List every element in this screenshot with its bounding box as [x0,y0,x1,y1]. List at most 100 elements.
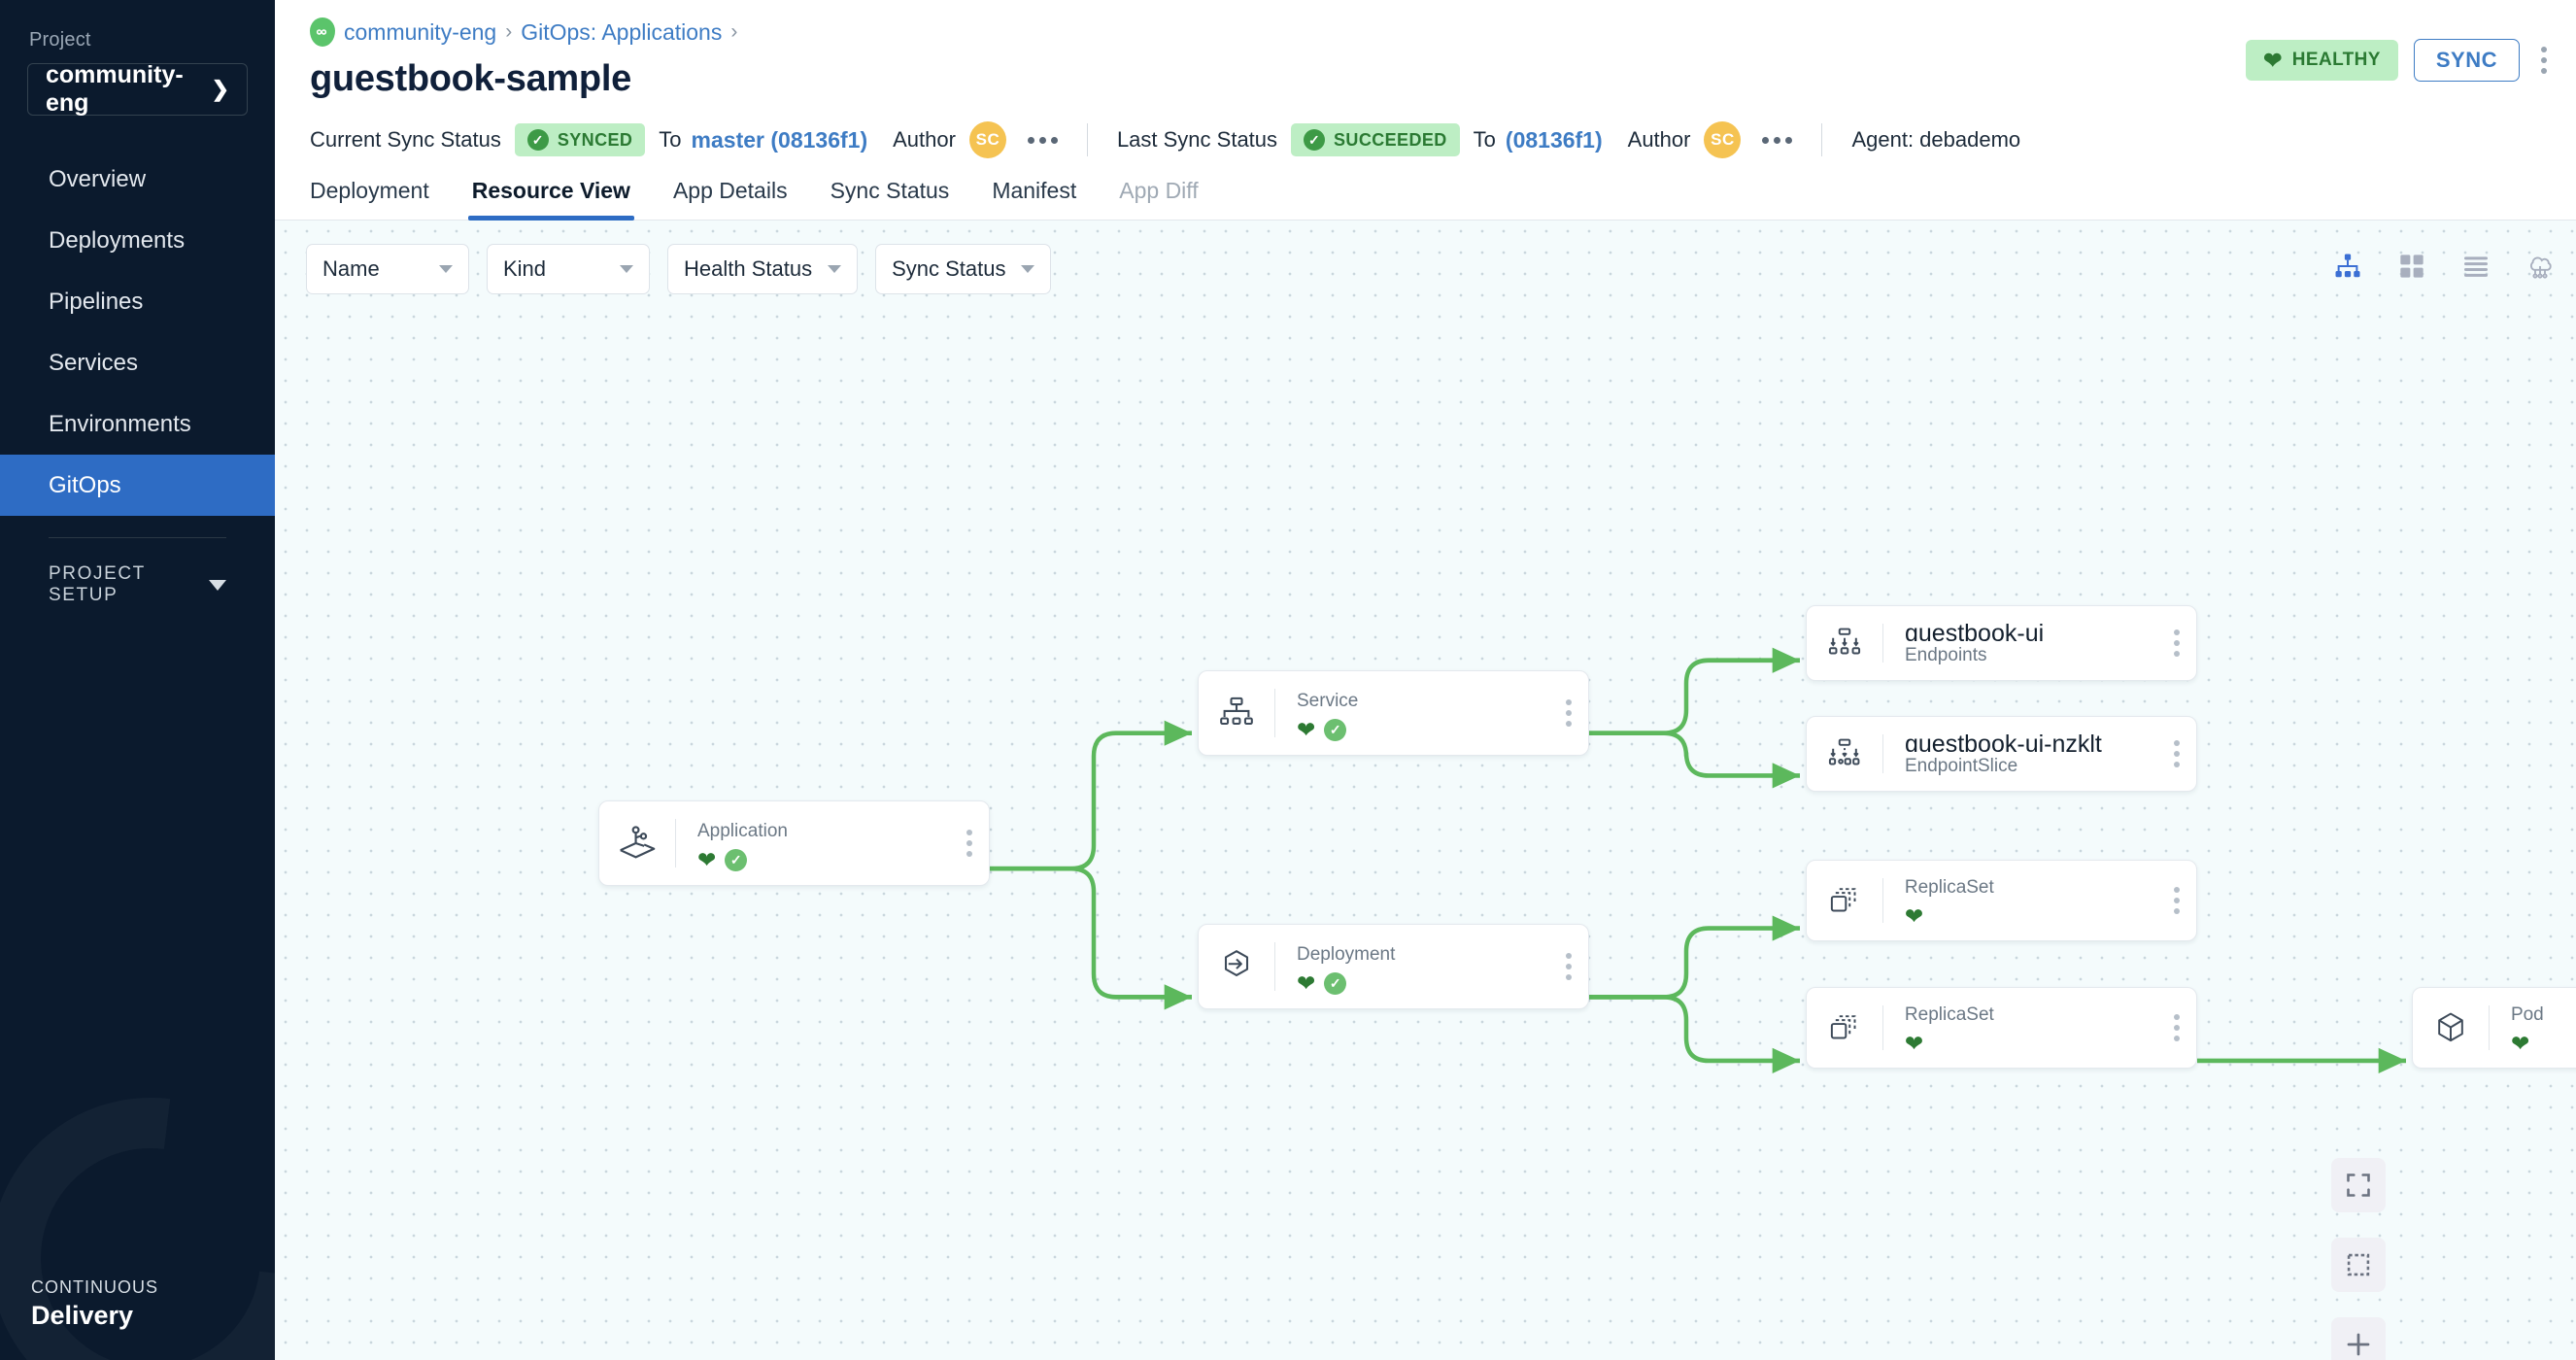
health-heart-icon: ❤ [1905,1033,1923,1055]
filter-bar: Name Kind Health Status Sync Status [306,244,1051,294]
graph-node-deployment[interactable]: guestbook-ui Deployment ❤ ✓ [1198,924,1589,1009]
breadcrumb-separator: › [730,20,737,44]
last-sync-status-chip: ✓ SUCCEEDED [1291,123,1460,156]
node-kind: Application [697,821,944,842]
divider [1087,123,1088,156]
chevron-down-icon [620,265,633,273]
node-kind: EndpointSlice [1905,756,2152,777]
graph-node-replicaset-b848d5d9d[interactable]: guestbook-ui-b848d5d9d ReplicaSet ❤ [1806,987,2197,1069]
graph-node-application[interactable]: guestbook-sample Application ❤ ✓ [598,800,990,886]
graph-node-replicaset-7c64987dc9[interactable]: guestbook-ui-7c64987dc9 ReplicaSet ❤ [1806,860,2197,941]
health-heart-icon: ❤ [1297,719,1315,741]
filter-kind[interactable]: Kind [487,244,650,294]
sidebar-item-environments[interactable]: Environments [0,393,275,455]
brand-footer-bottom: Delivery [31,1301,158,1331]
project-selector[interactable]: community-eng ❯ [27,63,248,116]
tab-app-details[interactable]: App Details [673,178,788,220]
node-body: guestbook-ui-nzklt EndpointSlice [1883,717,2152,791]
sidebar-item-label: Deployments [49,227,185,255]
health-heart-icon: ❤ [697,849,716,871]
list-view-icon[interactable] [2459,250,2492,283]
node-status: ❤ ✓ [1297,972,1543,995]
sidebar-item-overview[interactable]: Overview [0,149,275,210]
sidebar-item-deployments[interactable]: Deployments [0,210,275,271]
current-sync-status-label: Current Sync Status [310,127,501,153]
node-more-options-icon[interactable] [2152,717,2196,791]
breadcrumb-item-gitops-applications[interactable]: GitOps: Applications [521,19,722,46]
current-sync-revision-link[interactable]: master (08136f1) [692,127,868,153]
graph-node-pod[interactable]: guestbook-ui-b848d5d9… Pod ❤ [2412,987,2576,1069]
graph-node-endpointslice[interactable]: guestbook-ui-nzklt EndpointSlice [1806,716,2197,792]
node-more-options-icon[interactable] [2152,606,2196,680]
sidebar-divider [49,537,226,538]
current-sync-status-chip: ✓ SYNCED [515,123,645,156]
filter-name[interactable]: Name [306,244,469,294]
node-body: guestbook-ui Service ❤ ✓ [1275,671,1543,755]
health-heart-icon: ❤ [2511,1033,2529,1055]
filter-health-status[interactable]: Health Status [667,244,858,294]
page-header: community-eng › GitOps: Applications › g… [275,0,2576,100]
breadcrumb-item-org[interactable]: community-eng [344,19,496,46]
node-kind: Service [1297,691,1543,712]
filter-sync-status-label: Sync Status [892,256,1005,282]
brand-footer-top: CONTINUOUS [31,1277,158,1298]
zoom-in-icon[interactable] [2331,1317,2386,1360]
sync-button[interactable]: SYNC [2414,39,2520,82]
filter-sync-status[interactable]: Sync Status [875,244,1051,294]
node-more-options-icon[interactable] [2152,861,2196,940]
project-selector-value: community-eng [46,61,212,118]
filter-kind-label: Kind [503,256,546,282]
node-more-options-icon[interactable] [2152,988,2196,1068]
sidebar-item-label: GitOps [49,472,121,499]
last-sync-revision-link[interactable]: (08136f1) [1506,127,1603,153]
avatar: SC [969,121,1006,158]
synced-check-icon: ✓ [1324,719,1346,741]
tree-view-icon[interactable] [2331,250,2364,283]
last-sync-status-label: Last Sync Status [1117,127,1277,153]
node-title: guestbook-sample [697,815,944,817]
node-title: guestbook-ui [1905,620,2152,641]
node-kind: Pod [2511,1004,2576,1026]
node-more-options-icon[interactable] [1543,925,1588,1008]
graph-node-service[interactable]: guestbook-ui Service ❤ ✓ [1198,670,1589,756]
sidebar-item-gitops[interactable]: GitOps [0,455,275,516]
sidebar-section-project-setup[interactable]: PROJECT SETUP [0,563,275,606]
filter-health-status-label: Health Status [684,256,812,282]
node-kind: ReplicaSet [1905,1004,2152,1026]
node-body: guestbook-ui-7c64987dc9 ReplicaSet ❤ [1883,861,2152,940]
tab-app-diff: App Diff [1119,178,1198,220]
tab-manifest[interactable]: Manifest [992,178,1076,220]
check-circle-icon: ✓ [527,129,549,151]
tab-bar: Deployment Resource View App Details Syn… [275,178,2576,221]
chevron-down-icon [828,265,841,273]
last-sync-more-icon[interactable] [1762,137,1792,144]
fit-screen-icon[interactable] [2331,1158,2386,1212]
chevron-down-icon [439,265,453,273]
resource-graph-canvas[interactable]: Name Kind Health Status Sync Status [275,221,2576,1360]
header-more-options-icon[interactable] [2535,47,2547,74]
current-sync-author-label: Author [893,127,956,153]
tab-resource-view[interactable]: Resource View [472,178,630,220]
node-more-options-icon[interactable] [944,801,989,885]
node-status: ❤ [1905,1033,2152,1055]
sidebar-section-label: PROJECT SETUP [49,563,209,606]
node-more-options-icon[interactable] [1543,671,1588,755]
sidebar-item-pipelines[interactable]: Pipelines [0,271,275,332]
chevron-right-icon: ❯ [212,77,229,102]
synced-check-icon: ✓ [1324,972,1346,995]
node-body: guestbook-ui Deployment ❤ ✓ [1275,925,1543,1008]
select-area-icon[interactable] [2331,1238,2386,1292]
sidebar-item-services[interactable]: Services [0,332,275,393]
network-view-icon[interactable] [2524,250,2557,283]
tab-sync-status[interactable]: Sync Status [830,178,950,220]
health-status-badge: ❤ HEALTHY [2246,40,2398,81]
graph-node-endpoints[interactable]: guestbook-ui Endpoints [1806,605,2197,681]
last-sync-to-label: To [1474,127,1496,153]
current-sync-more-icon[interactable] [1028,137,1058,144]
service-icon [1199,671,1274,755]
avatar: SC [1704,121,1741,158]
grid-view-icon[interactable] [2395,250,2428,283]
node-body: guestbook-ui-b848d5d9… Pod ❤ [2490,988,2576,1068]
tab-deployment[interactable]: Deployment [310,178,429,220]
